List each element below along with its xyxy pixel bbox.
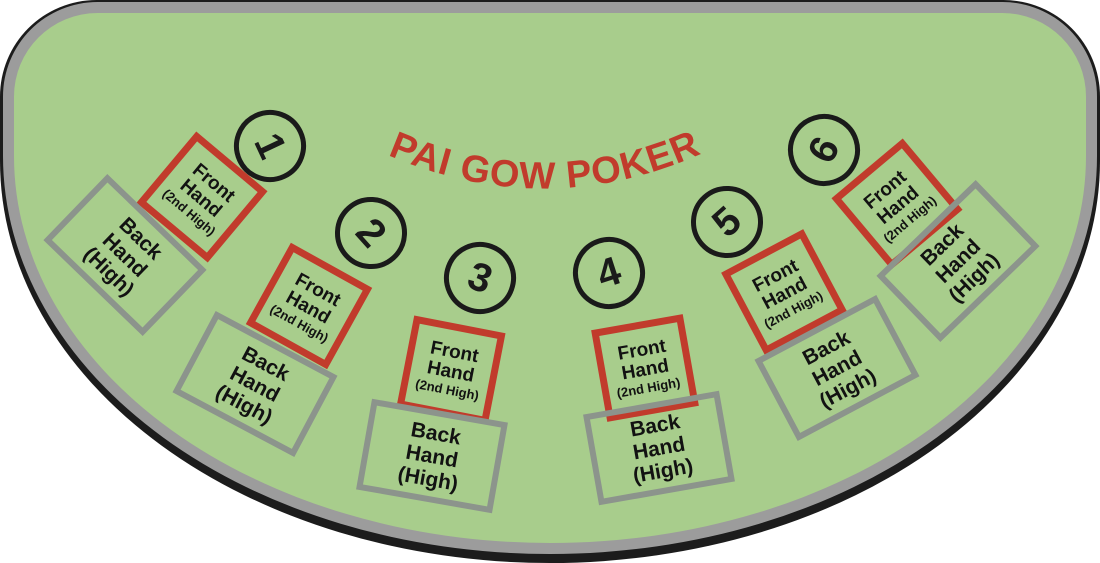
seat-2-number: 2 <box>347 210 395 256</box>
seat-6-number: 6 <box>799 129 849 171</box>
seat-1-number: 1 <box>245 126 295 166</box>
seat-5-number: 5 <box>704 198 750 246</box>
seat-3-number: 3 <box>462 253 498 303</box>
seat-4-number: 4 <box>591 248 627 298</box>
table-title-text: PAI GOW POKER <box>384 123 705 198</box>
svg-text:PAI GOW POKER: PAI GOW POKER <box>384 123 706 198</box>
